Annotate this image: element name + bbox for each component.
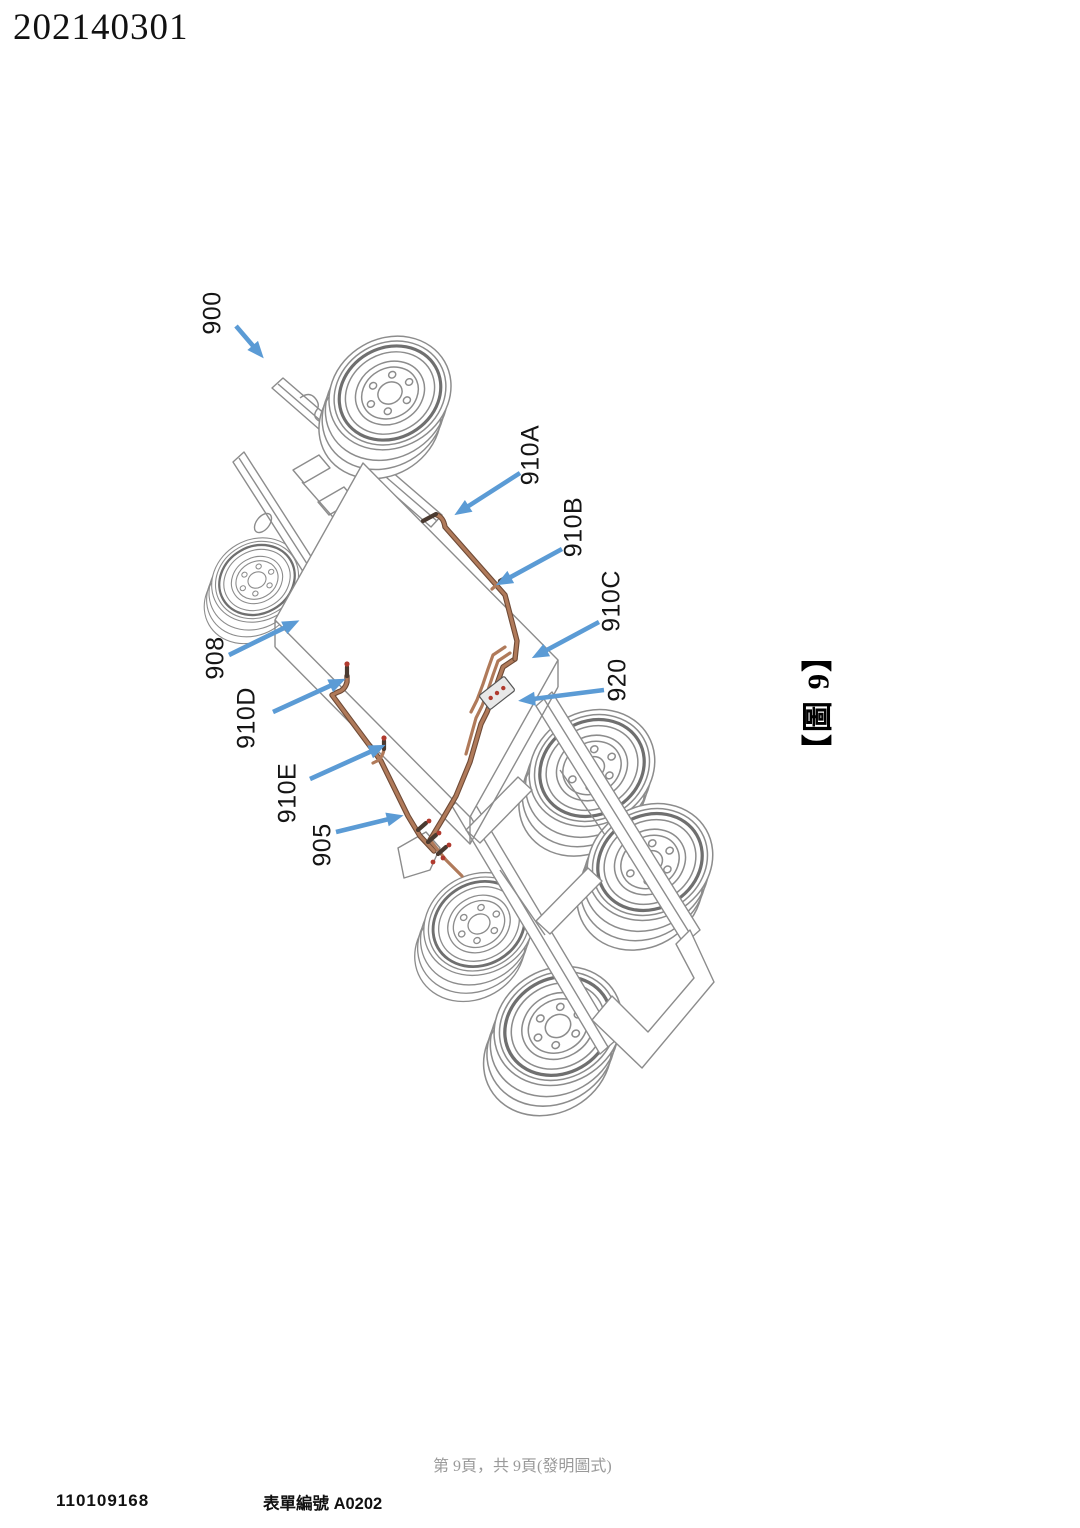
figure-caption: 【圖 9】: [800, 638, 836, 766]
callout-arrows: [227, 324, 605, 835]
arrow-900: [234, 324, 264, 359]
arrow-910A: [454, 471, 522, 516]
page-footer: 第 9頁，共 9頁(發明圖式): [433, 1458, 612, 1475]
arrow-908: [227, 620, 300, 658]
chassis-frame: [397, 691, 715, 1069]
arrow-910E: [309, 744, 386, 782]
pipe-910A: [420, 511, 520, 662]
form-number: 表單編號 A0202: [263, 1495, 383, 1513]
arrow-910B: [495, 546, 564, 586]
arrow-920: [518, 687, 605, 706]
arrow-910D: [272, 678, 346, 715]
callout-label-908: 908: [201, 636, 230, 680]
callout-label-920: 920: [603, 658, 632, 702]
application-number: 110109168: [56, 1491, 150, 1510]
callout-label-900: 900: [198, 291, 227, 335]
manifold-905: [415, 818, 464, 878]
callout-label-910A: 910A: [516, 424, 545, 486]
publication-number: 202140301: [13, 7, 189, 48]
callout-label-910B: 910B: [559, 496, 588, 558]
callout-label-910E: 910E: [273, 762, 302, 824]
pipe-clamp-920: [479, 676, 515, 710]
callout-label-910D: 910D: [232, 687, 261, 749]
callout-label-905: 905: [308, 823, 337, 867]
arrow-905: [335, 812, 404, 835]
arrow-910C: [531, 619, 601, 659]
callout-label-910C: 910C: [597, 570, 626, 632]
fuel-pipes: [329, 511, 520, 878]
